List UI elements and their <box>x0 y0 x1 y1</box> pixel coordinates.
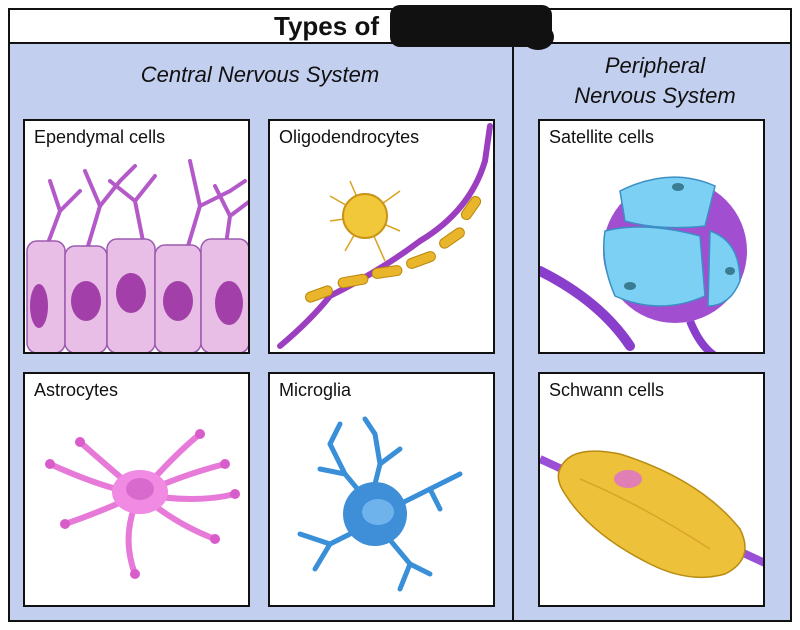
section-divider <box>512 44 514 622</box>
oligodendrocyte-panel: Oligodendrocytes <box>268 119 495 354</box>
schwann-cell-illustration <box>540 450 763 579</box>
redaction-mark-tail <box>522 24 554 50</box>
pns-section-title-line2: Nervous System <box>574 83 736 108</box>
ependymal-cell-illustration <box>26 159 248 352</box>
pns-section-title-line1: Peripheral <box>604 53 706 78</box>
astrocyte-panel: Astrocytes <box>23 372 250 607</box>
oligodendrocyte-illustration <box>277 123 493 349</box>
page-title: Types of <box>274 11 379 41</box>
ependymal-cell-panel: Ependymal cells <box>23 119 250 354</box>
schwann-cell-panel: Schwann cells <box>538 372 765 607</box>
ependymal-label: Ependymal cells <box>34 127 166 147</box>
cns-section-title: Central Nervous System <box>140 62 380 87</box>
satellite-label: Satellite cells <box>549 127 655 147</box>
schwann-label: Schwann cells <box>549 380 665 400</box>
microglia-label: Microglia <box>279 380 352 400</box>
satellite-cell-illustration <box>540 176 747 352</box>
microglia-panel: Microglia <box>268 372 495 607</box>
astrocyte-illustration <box>45 429 240 579</box>
microglia-illustration <box>297 416 463 592</box>
satellite-cell-panel: Satellite cells <box>538 119 765 354</box>
oligodendrocyte-label: Oligodendrocytes <box>279 127 420 147</box>
astrocyte-label: Astrocytes <box>34 380 119 400</box>
